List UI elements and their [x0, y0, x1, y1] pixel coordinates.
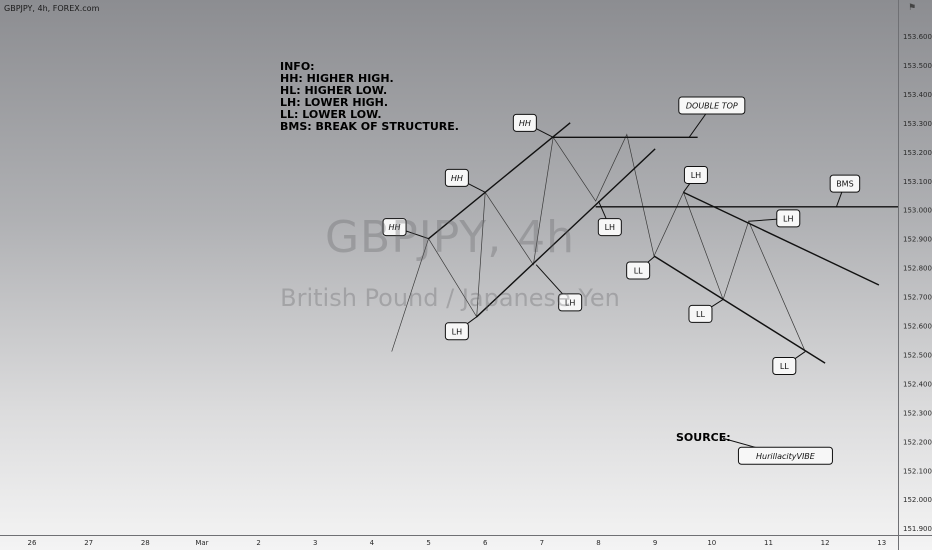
currency-flag-icon: ⚑: [908, 3, 917, 13]
callout-label: LL: [634, 266, 643, 275]
time-tick-label: 2: [256, 539, 260, 547]
price-tick-label: 153.400: [903, 91, 932, 99]
info-legend: INFO: HH: HIGHER HIGH. HL: HIGHER LOW. L…: [280, 61, 459, 133]
callout-label: HH: [451, 174, 463, 183]
callout-box: [626, 261, 651, 280]
descending-trendline-upper: [683, 191, 880, 286]
callout-box: [683, 165, 708, 184]
callout-box: [737, 446, 833, 465]
callout-label: LH: [783, 214, 793, 223]
time-tick-label: 7: [540, 539, 544, 547]
info-line-hl: HL: HIGHER LOW.: [280, 84, 388, 97]
price-axis-border: [898, 0, 899, 550]
callout-box: [444, 168, 469, 187]
callout-box: [829, 174, 861, 193]
info-line-ll: LL: LOWER LOW.: [280, 108, 382, 121]
descending-trendline-lower: [653, 255, 826, 364]
price-tick-label: 152.000: [903, 496, 932, 504]
price-tick-label: 151.900: [903, 525, 932, 533]
price-tick-label: 153.300: [903, 120, 932, 128]
price-tick-label: 153.500: [903, 62, 932, 70]
time-axis-border: [0, 535, 932, 536]
price-tick-label: 152.100: [903, 467, 932, 475]
callout-box: [512, 113, 537, 132]
time-tick-label: 8: [596, 539, 600, 547]
info-line-bms: BMS: BREAK OF STRUCTURE.: [280, 120, 459, 133]
time-tick-label: 3: [313, 539, 317, 547]
info-line-lh: LH: LOWER HIGH.: [280, 96, 389, 109]
callout-box: [444, 322, 469, 341]
callout-box: [688, 304, 713, 323]
price-tick-label: 153.600: [903, 33, 932, 41]
price-tick-label: 153.000: [903, 207, 932, 215]
callout-box: [558, 293, 583, 312]
price-tick-label: 152.700: [903, 294, 932, 302]
source-label: SOURCE:: [676, 431, 731, 444]
time-tick-label: 10: [707, 539, 716, 547]
price-tick-label: 152.200: [903, 438, 932, 446]
time-tick-label: 4: [370, 539, 375, 547]
callout-label: LH: [565, 298, 575, 307]
callout-box: [597, 218, 622, 237]
time-tick-label: Mar: [195, 539, 208, 547]
watermark-description: British Pound / Japanese Yen: [280, 284, 620, 312]
price-tick-label: 152.600: [903, 323, 932, 331]
time-tick-label: 27: [84, 539, 93, 547]
callout-label: LH: [452, 327, 462, 336]
callout-label: DOUBLE TOP: [686, 101, 738, 110]
callout-label: HH: [389, 223, 401, 232]
time-tick-label: 11: [764, 539, 773, 547]
callout-label: BMS: [836, 180, 853, 189]
time-tick-label: 9: [653, 539, 657, 547]
price-tick-label: 152.800: [903, 265, 932, 273]
time-tick-label: 26: [28, 539, 37, 547]
time-tick-label: 5: [426, 539, 430, 547]
time-tick-label: 6: [483, 539, 488, 547]
callout-label: LH: [691, 171, 701, 180]
price-tick-label: 153.100: [903, 178, 932, 186]
callout-label: LL: [780, 362, 789, 371]
callout-label: HH: [519, 119, 531, 128]
callout-box: [678, 96, 746, 115]
price-tick-label: 152.900: [903, 236, 932, 244]
symbol-title: GBPJPY, 4h, FOREX.com: [4, 4, 100, 13]
time-tick-label: 13: [877, 539, 886, 547]
callout-box: [772, 357, 797, 376]
watermark-symbol: GBPJPY, 4h: [324, 212, 576, 263]
price-tick-label: 152.500: [903, 351, 932, 359]
callout-label: LH: [605, 223, 615, 232]
info-line-hh: HH: HIGHER HIGH.: [280, 72, 394, 85]
callout-label: LL: [696, 310, 705, 319]
callout-box: [776, 209, 801, 228]
price-tick-label: 153.200: [903, 149, 932, 157]
time-tick-label: 28: [141, 539, 150, 547]
callout-box: [382, 218, 407, 237]
price-tick-label: 152.300: [903, 409, 932, 417]
price-tick-label: 152.400: [903, 380, 932, 388]
ascending-channel-lower: [476, 148, 656, 318]
ascending-channel-upper: [428, 122, 571, 240]
callout-label: HurillacityVIBE: [756, 452, 816, 461]
info-heading: INFO:: [280, 60, 315, 73]
time-tick-label: 12: [821, 539, 830, 547]
